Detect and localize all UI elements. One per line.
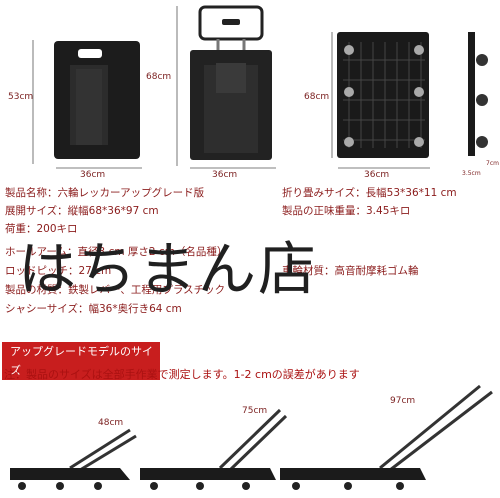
cart-extended-48-image [10, 428, 137, 490]
spec-line-3: 荷重：200キロ [5, 223, 78, 235]
extended-length-48-label: 48cm [98, 418, 124, 428]
underside-height-line [331, 32, 333, 158]
cart-back-extended-image [180, 5, 280, 170]
cart-side-profile-image [460, 30, 496, 160]
side-wheel-label: 7cm [486, 160, 499, 167]
folded-height-label: 53cm [8, 92, 34, 102]
side-depth-label: 3.5cm [462, 170, 481, 177]
spec-line-7: シャシーサイズ：幅36*奥行き64 cm [5, 303, 182, 315]
extended-length-75-label: 75cm [242, 406, 268, 416]
underside-height-label: 68cm [304, 92, 330, 102]
cart-extended-97-image [280, 384, 493, 490]
shop-watermark: はちまん店 [18, 235, 319, 303]
folded-width-line [56, 167, 142, 169]
cart-underside-image [335, 30, 433, 160]
folded-height-line [32, 40, 34, 164]
spec-right-2: 製品の正味重量：3.45キロ [282, 205, 411, 217]
spec-right-3: 車輪材質：高音耐摩耗ゴム輪 [282, 265, 419, 277]
folded-width-label: 36cm [80, 170, 106, 180]
measurement-note: 注：製品のサイズは全部手作業で測定します。1-2 cmの誤差があります [4, 368, 360, 381]
extended-height-label: 68cm [146, 72, 172, 82]
folded-cart-front-image [40, 35, 140, 165]
underside-width-label: 36cm [364, 170, 390, 180]
cart-extended-75-image [140, 408, 288, 490]
extended-height-line [176, 6, 178, 166]
spec-line-2: 展開サイズ：縦幅68*36*97 cm [5, 205, 159, 217]
extended-length-97-label: 97cm [390, 396, 416, 406]
extended-width-line [190, 167, 276, 169]
spec-line-1: 製品名称：六輪レッカーアップグレード版 [5, 187, 205, 199]
underside-width-line [338, 167, 430, 169]
spec-right-1: 折り畳みサイズ：長幅53*36*11 cm [282, 187, 457, 199]
spec-line-6: 製品の材質：鉄製レバー、工程用プラスチック [5, 284, 226, 296]
upgrade-model-banner: アップグレードモデルのサイズ [2, 342, 160, 380]
extended-width-label: 36cm [212, 170, 238, 180]
spec-line-5: ロッドピッチ：27 cm [5, 265, 112, 277]
spec-line-4: ホールアーム：直径3 cm 厚さ2 cm（名品種） [5, 246, 228, 258]
